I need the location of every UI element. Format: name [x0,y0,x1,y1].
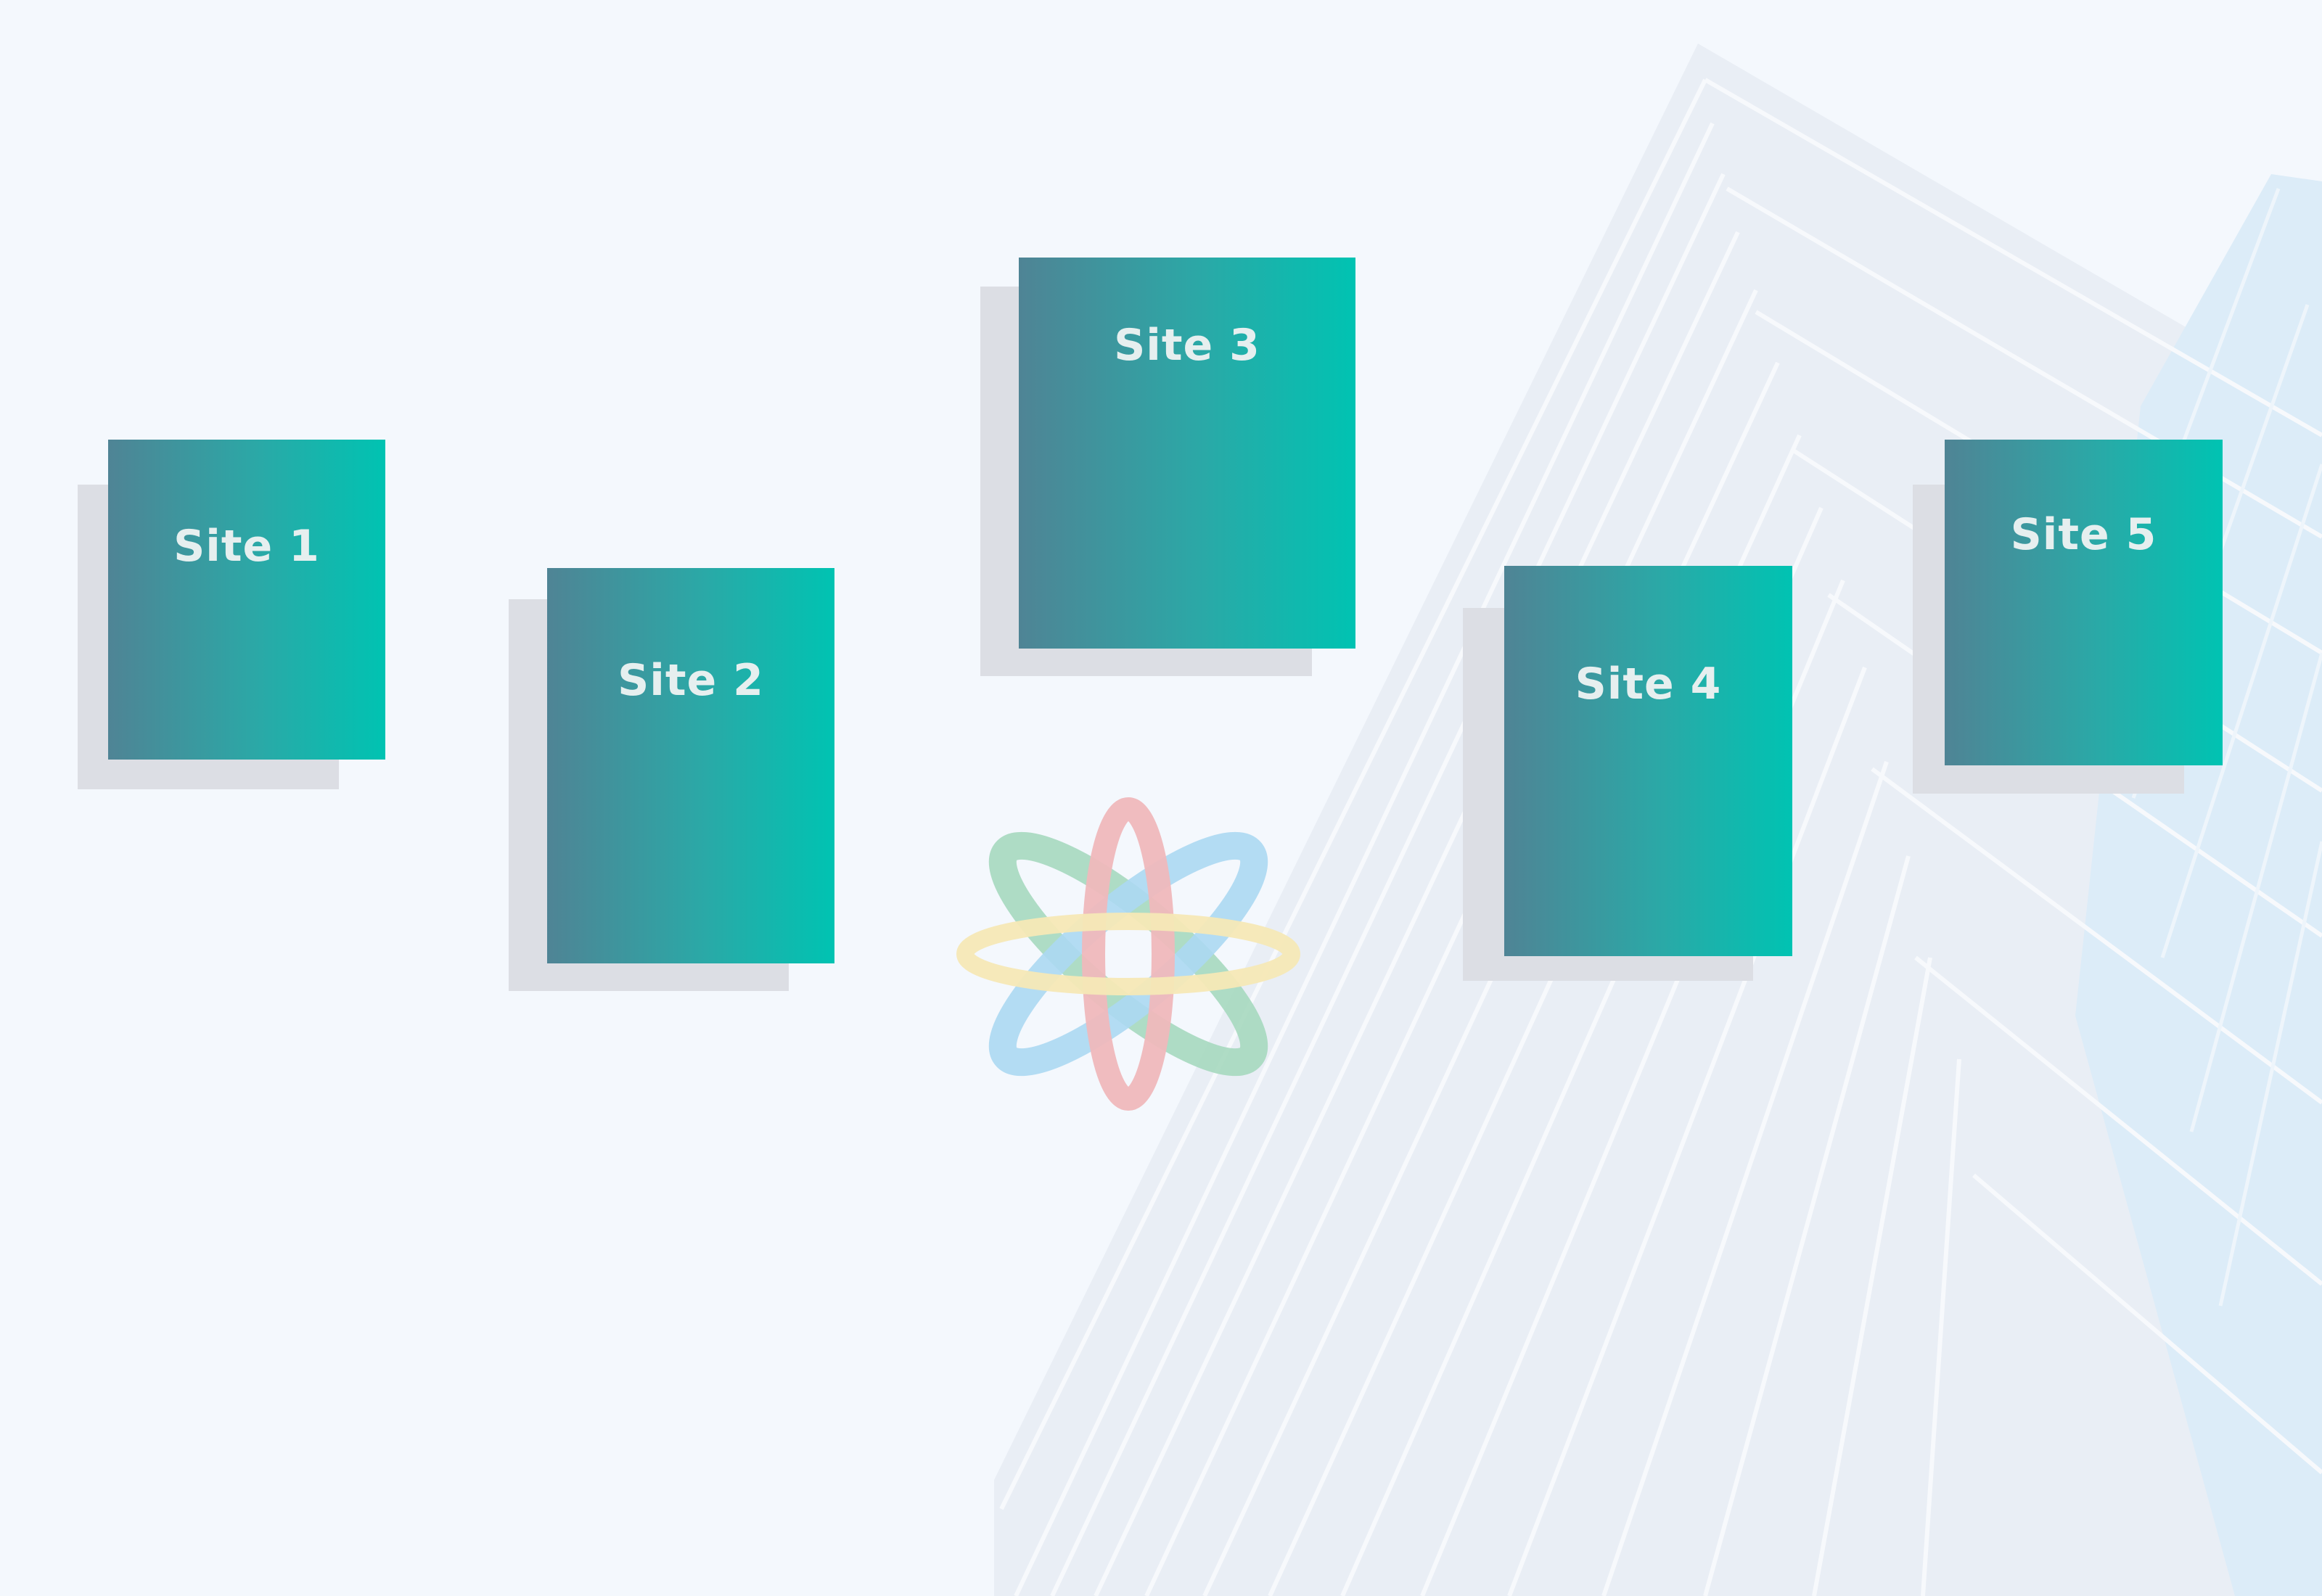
site-1-card[interactable]: Site 1 [108,440,385,760]
site-2-card[interactable]: Site 2 [547,568,834,963]
atom-icon [956,797,1300,1111]
atom-orbit-red [1082,797,1175,1111]
site-4-label: Site 4 [1575,659,1722,709]
site-1-label: Site 1 [173,521,320,572]
site-5-card[interactable]: Site 5 [1945,440,2223,765]
building-lines [999,78,2322,1596]
site-2-label: Site 2 [618,655,764,706]
atom-orbit-yellow [956,913,1300,995]
site-3-label: Site 3 [1114,320,1260,371]
site-4-card[interactable]: Site 4 [1504,566,1792,956]
site-3-card[interactable]: Site 3 [1019,258,1355,649]
site-5-label: Site 5 [2010,509,2157,560]
